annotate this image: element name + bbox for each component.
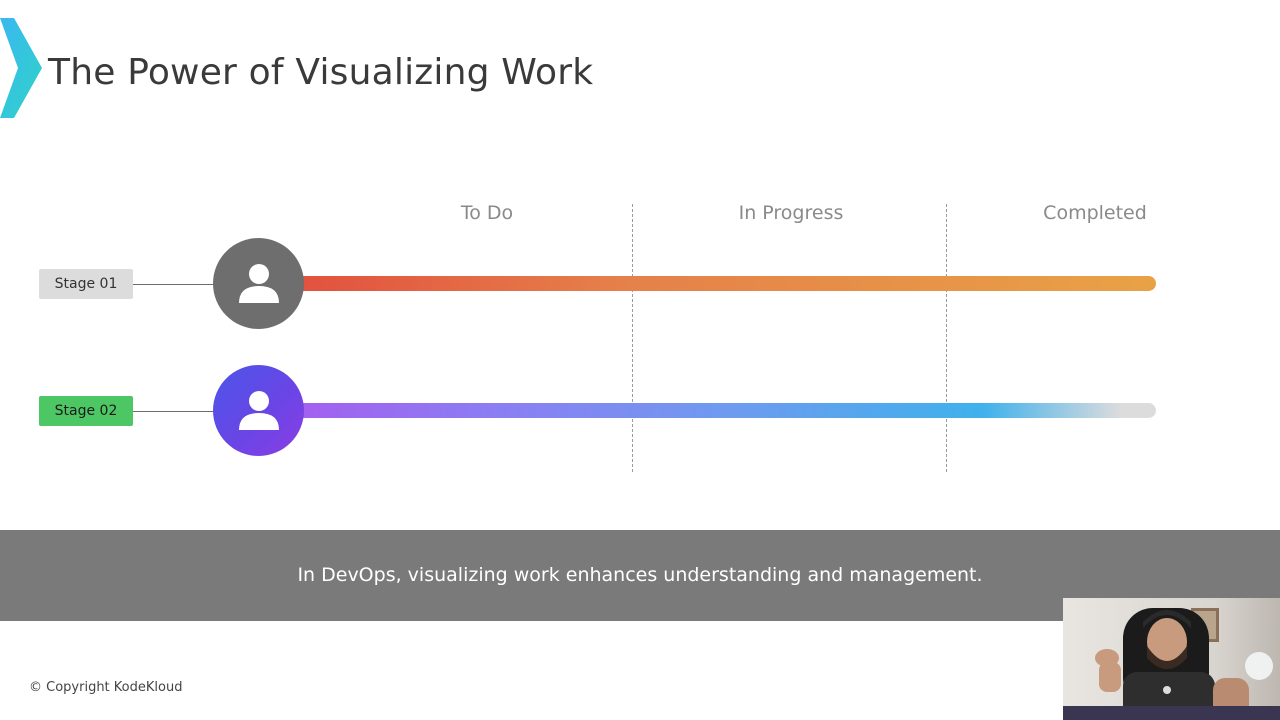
stage-02-tag: Stage 02 — [39, 396, 133, 426]
stage-01-avatar — [213, 238, 304, 329]
column-label-completed: Completed — [1043, 202, 1147, 224]
user-icon — [238, 390, 279, 430]
stage-01-progress-bar — [290, 276, 1156, 291]
kodekloud-chevron-logo-icon — [0, 18, 42, 118]
stage-02-avatar — [213, 365, 304, 456]
summary-banner-text: In DevOps, visualizing work enhances und… — [297, 564, 983, 586]
presenter-video-icon — [1063, 598, 1280, 720]
column-divider — [946, 204, 947, 472]
column-label-to-do: To Do — [460, 202, 514, 224]
stage-01-connector — [133, 284, 215, 285]
column-divider — [632, 204, 633, 472]
stage-01-tag: Stage 01 — [39, 269, 133, 299]
stage-02-connector — [133, 411, 215, 412]
stage-02-progress-bar — [290, 403, 1156, 418]
user-icon — [238, 263, 279, 303]
slide-title: The Power of Visualizing Work — [48, 52, 594, 93]
presenter-webcam-overlay — [1063, 598, 1280, 720]
column-label-in-progress: In Progress — [738, 202, 844, 224]
copyright-notice: © Copyright KodeKloud — [29, 680, 183, 695]
